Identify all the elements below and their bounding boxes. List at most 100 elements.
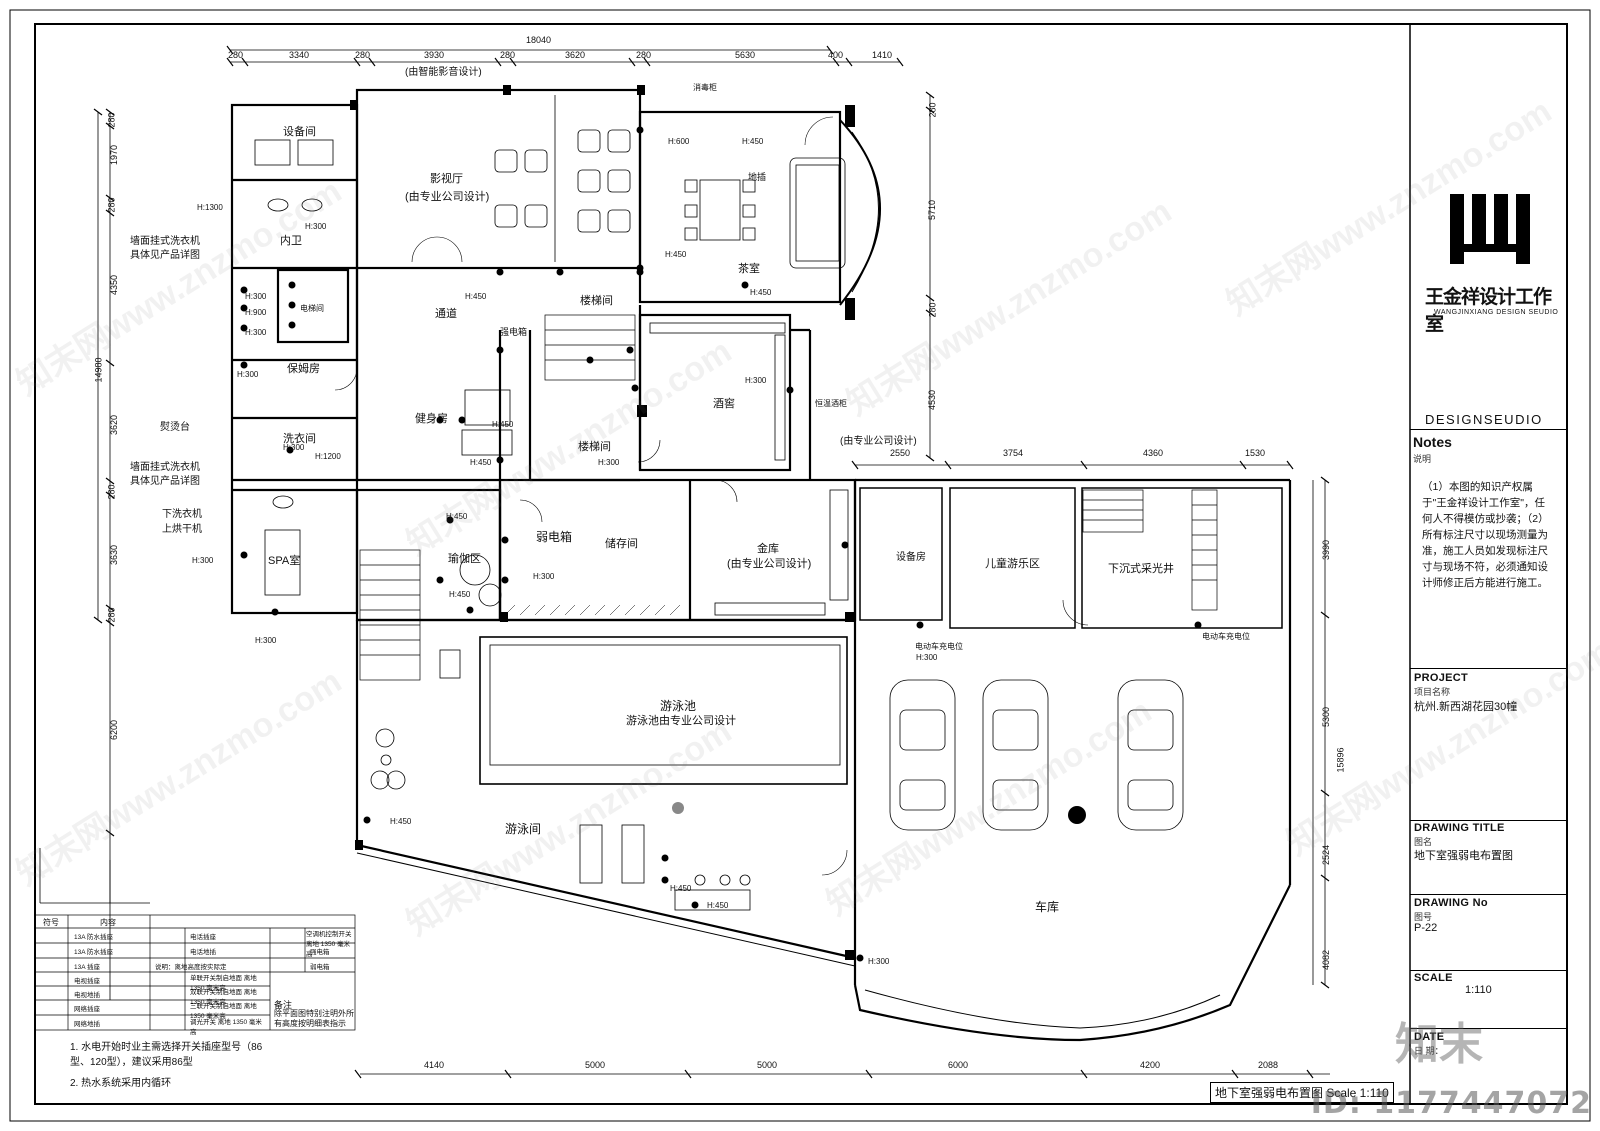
studio-name: DESIGNSEUDIO [1425,412,1543,427]
room-lightwell: 下沉式采光井 [1108,563,1174,575]
height-tag: H:450 [449,590,471,599]
drawing-no-value: P-22 [1414,922,1438,934]
dim: 280 [927,302,938,318]
room-stair-2: 楼梯间 [578,441,611,453]
tb-line [1410,429,1567,430]
height-tag: H:300 [745,376,767,385]
dim: 2088 [1258,1060,1279,1070]
sheet-frame [34,23,1568,1105]
tb-line [1410,668,1567,669]
dim: 3340 [289,50,310,60]
legend-cell: 三联开关制启地面 离地 1350 毫米高 [190,1003,257,1020]
room-lift: 电梯间 [300,304,324,313]
footnote-1: 1. 水电开始时业主需选择开关插座型号（86型、120型），建议采用86型 [70,1042,263,1068]
height-tag: H:450 [707,901,729,910]
dim: 3930 [424,50,445,60]
furniture [254,129,1184,911]
dim: 3630 [109,544,120,566]
legend-cell: 单联开关制启地面 离地 1350 毫米高 [190,975,257,992]
dim: 280 [228,50,244,60]
drawing-no-title: DRAWING No [1414,897,1488,909]
drawing-no-sub: 图号 [1414,912,1433,922]
legend-cell: 电视地插 [74,992,100,999]
dim: 280 [500,50,516,60]
dim: 280 [636,50,652,60]
dim: 4140 [424,1060,445,1070]
room-plant: 设备房 [896,552,926,563]
scale-title: SCALE [1414,972,1453,984]
legend-cell: 弱电箱 [310,964,330,971]
legend-cell: 网络插座 [74,1006,100,1013]
legend-cell: 13A 插座 [74,964,101,971]
height-tag: H:450 [665,250,687,259]
height-tag: H:300 [283,443,305,452]
dim: 4350 [109,274,120,296]
dim: 3990 [1321,539,1332,561]
dim: 3620 [565,50,586,60]
dim: 5000 [757,1060,778,1070]
room-laundry: 洗衣间 [283,433,316,445]
dim: 280 [106,607,117,623]
legend-cell: 电话插座 [190,934,216,941]
callout: 具体见产品详图 [130,476,200,487]
stairs [359,314,1218,681]
legend-cell: 空调机控制开关 离地 1350 毫米高 [306,931,352,958]
notes-title: Notes [1413,434,1452,450]
room-tea: 茶室 [738,263,760,275]
project-title: PROJECT [1414,672,1469,684]
drawing-title-sub: 图名 [1414,837,1433,847]
dim: 3754 [1003,448,1024,458]
dim: 1530 [1245,448,1266,458]
room-spa: SPA室 [268,555,301,567]
drawing-title: DRAWING TITLE [1414,822,1505,834]
outlet-symbols [240,126,1202,962]
project-sub: 项目名称 [1414,687,1451,697]
dim: 15896 [1335,747,1346,773]
dim: 280 [355,50,371,60]
room-vault-note: (由专业公司设计) [727,558,812,570]
legend-cell: 电话地插 [190,949,216,956]
dim: 14980 [93,357,104,383]
callout: 墙面挂式洗衣机 [130,236,200,247]
date-title: DATE [1414,1031,1445,1043]
sterilizer-cabinet: 消毒柜 [693,83,717,92]
room-weak-box: 弱电箱 [536,530,573,544]
dim: 4082 [1321,949,1332,971]
height-tag: H:900 [245,308,267,317]
room-theatre-note: (由专业公司设计) [405,191,490,203]
height-tag: H:450 [492,420,514,429]
tb-line [1410,970,1567,971]
room-pool: 游泳池 [660,699,697,713]
ev-charging-1: 电动车充电位 [915,642,963,651]
ev-charging-2: 电动车充电位 [1202,632,1250,641]
callout: 墙面挂式洗衣机 [130,462,200,473]
legend-cell: 13A 防水插座 [74,949,114,956]
notes-text: （1）本图的知识产权属于"王金祥设计工作室"，任何人不得模仿或抄袭；（2）所有标… [1422,481,1549,589]
room-kids: 儿童游乐区 [985,558,1040,570]
dim: 6200 [109,719,120,741]
room-storage: 储存间 [605,538,638,550]
brand-cn: 王金祥设计工作室 [1425,287,1552,335]
height-tag: H:300 [192,556,214,565]
callout: 具体见产品详图 [130,250,200,261]
date-sub: 日 期： [1414,1046,1444,1056]
floor-socket: 地插 [748,172,767,182]
tb-line [1410,1028,1567,1029]
room-pool-note: 游泳池由专业公司设计 [626,715,736,727]
height-tag: H:300 [245,292,267,301]
height-tag: H:300 [916,653,938,662]
height-tag: H:1300 [197,203,223,212]
scale-value: 1:110 [1465,984,1492,996]
height-tag: H:450 [465,292,487,301]
dim: 3620 [109,414,120,436]
sheet-outer-border [9,9,1591,1122]
dim: 2550 [890,448,911,458]
dim: 4360 [1143,448,1164,458]
height-tag: H:600 [668,137,690,146]
dim: 5630 [735,50,756,60]
room-vault: 金库 [757,543,779,555]
room-theatre: 影视厅 [430,173,463,185]
brand-en: WANGJINXIANG DESIGN SEUDIO [1434,309,1559,316]
door-swings [334,116,1089,876]
